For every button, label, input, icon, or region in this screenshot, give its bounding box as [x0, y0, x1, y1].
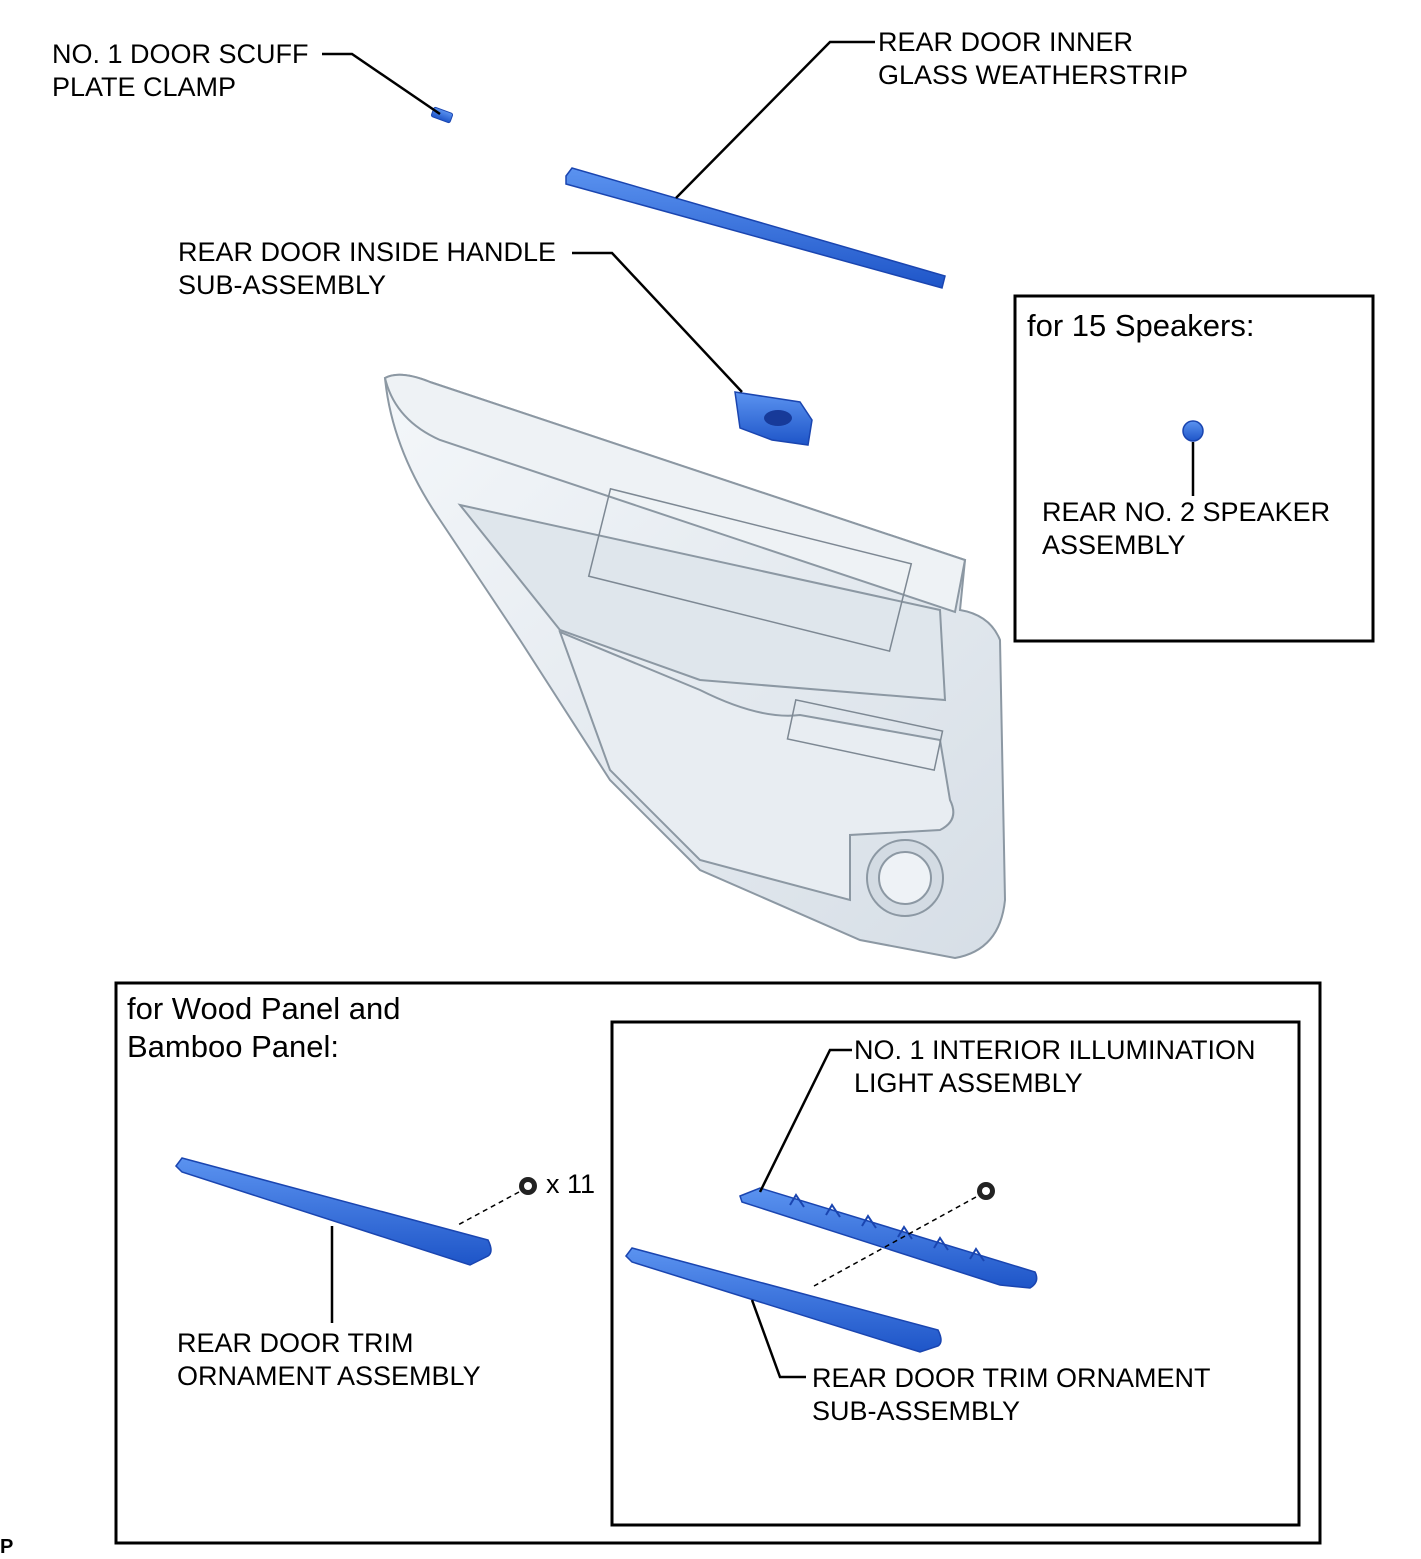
label-line: REAR NO. 2 SPEAKER	[1042, 497, 1331, 527]
label-inner-glass-weatherstrip: REAR DOOR INNER GLASS WEATHERSTRIP	[878, 26, 1188, 92]
label-trim-ornament-assembly: REAR DOOR TRIM ORNAMENT ASSEMBLY	[177, 1327, 481, 1393]
fastener-dashed-lines	[455, 1191, 977, 1287]
label-line: SUB-ASSEMBLY	[812, 1396, 1021, 1426]
illumination-light-part	[739, 1187, 1038, 1289]
screw-count-label: x 11	[546, 1169, 596, 1199]
inner-glass-weatherstrip-part	[565, 167, 946, 289]
speaker-part	[1182, 420, 1204, 442]
label-line: PLATE CLAMP	[52, 72, 237, 102]
title-line: for Wood Panel and	[127, 991, 401, 1026]
wood-panel-box-title: for Wood Panel and Bamboo Panel:	[127, 990, 400, 1066]
label-line: REAR DOOR TRIM	[177, 1328, 414, 1358]
corner-mark: P	[0, 1536, 14, 1558]
speakers-box-title: for 15 Speakers:	[1027, 308, 1255, 343]
label-line: NO. 1 DOOR SCUFF	[52, 39, 309, 69]
screw-part	[519, 1177, 537, 1195]
label-scuff-plate-clamp: NO. 1 DOOR SCUFF PLATE CLAMP	[52, 38, 309, 104]
rear-door-trim-board	[383, 373, 1007, 960]
label-line: NO. 1 INTERIOR ILLUMINATION	[854, 1035, 1256, 1065]
label-line: GLASS WEATHERSTRIP	[878, 60, 1189, 90]
label-line: SUB-ASSEMBLY	[178, 270, 387, 300]
label-line: REAR DOOR INNER	[878, 27, 1134, 57]
label-rear-speaker: REAR NO. 2 SPEAKER ASSEMBLY	[1042, 496, 1330, 562]
label-inside-handle: REAR DOOR INSIDE HANDLE SUB-ASSEMBLY	[178, 236, 556, 302]
screw-part-inner	[977, 1182, 995, 1200]
label-line: ORNAMENT ASSEMBLY	[177, 1361, 481, 1391]
trim-ornament-sub-part	[625, 1247, 942, 1353]
wood-panel-box	[114, 981, 1322, 1545]
inner-variant-box	[610, 1020, 1301, 1527]
title-line: Bamboo Panel:	[127, 1029, 339, 1064]
speakers-box	[1013, 294, 1375, 643]
label-trim-ornament-sub: REAR DOOR TRIM ORNAMENT SUB-ASSEMBLY	[812, 1362, 1211, 1428]
inside-handle-part	[734, 391, 813, 446]
label-line: REAR DOOR TRIM ORNAMENT	[812, 1363, 1211, 1393]
label-line: REAR DOOR INSIDE HANDLE	[178, 237, 557, 267]
leader-lines	[322, 40, 1195, 1379]
label-line: LIGHT ASSEMBLY	[854, 1068, 1083, 1098]
label-illumination-light: NO. 1 INTERIOR ILLUMINATION LIGHT ASSEMB…	[854, 1034, 1256, 1100]
trim-ornament-assembly-part	[175, 1157, 492, 1266]
label-line: ASSEMBLY	[1042, 530, 1186, 560]
